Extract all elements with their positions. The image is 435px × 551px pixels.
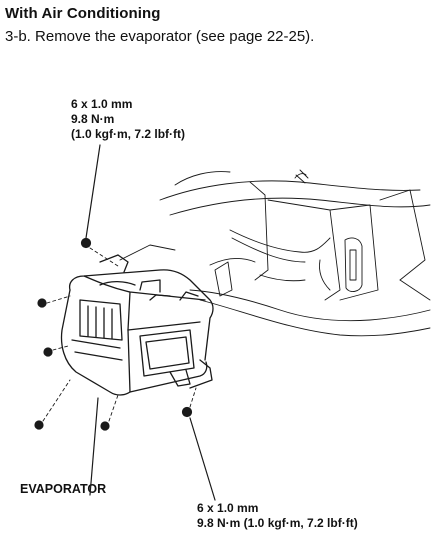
top-bolt-size: 6 x 1.0 mm xyxy=(71,97,133,111)
top-bolt-torque-imperial: (1.0 kgf·m, 7.2 lbf·ft) xyxy=(71,127,186,141)
bottom-bolt-size: 6 x 1.0 mm xyxy=(197,501,259,515)
evaporator-label: EVAPORATOR xyxy=(20,482,107,496)
bottom-bolt-torque-callout: 6 x 1.0 mm 9.8 N·m (1.0 kgf·m, 7.2 lbf·f… xyxy=(197,501,358,531)
top-bolt-torque-nm: 9.8 N·m xyxy=(71,112,115,126)
bottom-bolt-torque: 9.8 N·m (1.0 kgf·m, 7.2 lbf·ft) xyxy=(197,516,358,530)
section-heading: With Air Conditioning xyxy=(5,5,161,22)
step-instruction: 3-b. Remove the evaporator (see page 22-… xyxy=(5,28,315,45)
top-bolt-torque-callout: 6 x 1.0 mm 9.8 N·m (1.0 kgf·m, 7.2 lbf·f… xyxy=(71,97,185,142)
bolt-icon xyxy=(34,237,193,431)
bolt-alignment-lines xyxy=(42,247,197,422)
evaporator-housing xyxy=(60,254,214,396)
vehicle-body-structure xyxy=(119,169,431,337)
callout-leader-lines xyxy=(85,144,216,501)
